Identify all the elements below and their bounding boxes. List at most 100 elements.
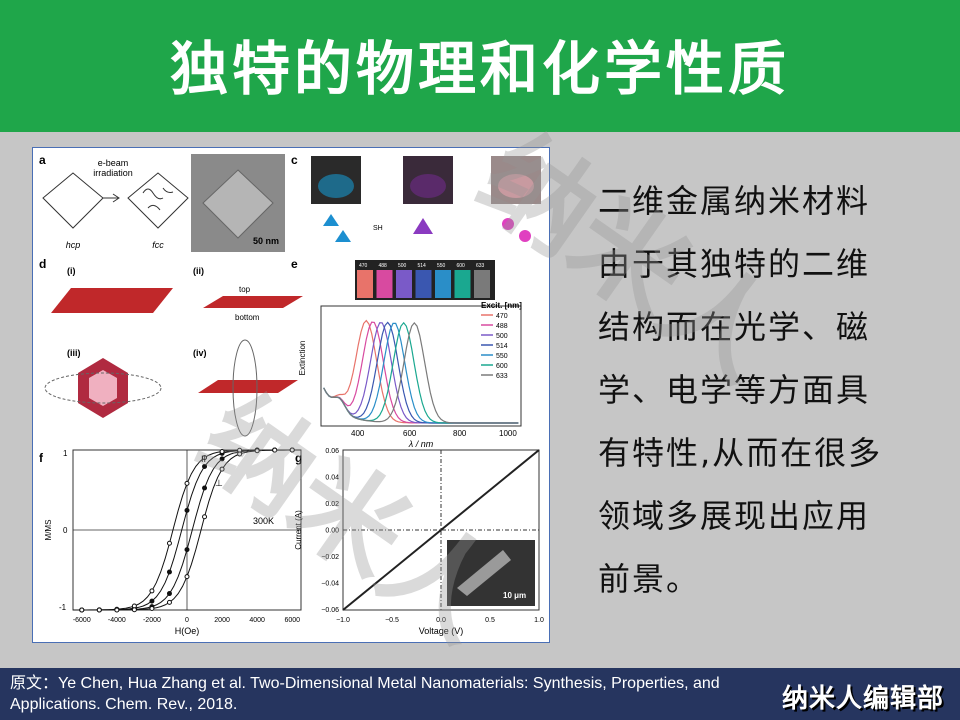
f-xlabel: H(Oe) xyxy=(175,626,200,636)
slide-title: 独特的物理和化学性质 xyxy=(169,35,790,103)
f-ytick-m1: -1 xyxy=(59,603,67,612)
c-triangle-1 xyxy=(323,214,339,226)
e-vial xyxy=(376,270,393,298)
g-ytick: −0.06 xyxy=(321,607,339,614)
f-marker xyxy=(289,447,295,453)
panel-label-c: c xyxy=(291,153,298,167)
e-legend: 470 488 500 514 550 600 633 xyxy=(481,313,508,380)
e-vial-label: 488 xyxy=(379,263,388,269)
f-xtick: -6000 xyxy=(73,617,91,624)
d-orbit-iii xyxy=(44,372,162,404)
panel-label-d: d xyxy=(39,257,46,271)
f-marker xyxy=(202,514,208,520)
e-legend-entry: 500 xyxy=(496,333,508,340)
g-xtick: 0.0 xyxy=(436,617,446,624)
f-marker xyxy=(166,569,172,575)
f-marker xyxy=(149,606,155,612)
f-marker xyxy=(202,485,208,491)
e-vial xyxy=(474,270,490,298)
f-marker xyxy=(219,466,225,472)
g-xlabel: Voltage (V) xyxy=(419,626,464,636)
body-text: 二维金属纳米材料 由于其独特的二维 结构而在光学、磁 学、电学等方面具 有特性,… xyxy=(598,170,938,611)
c-triangle-3 xyxy=(413,218,433,234)
g-ytick: 0.04 xyxy=(325,475,339,482)
d-ii: (ii) xyxy=(193,266,204,276)
e-legend-entry: 550 xyxy=(496,353,508,360)
brand-logo: 纳米人编辑部 xyxy=(781,684,944,714)
f-marker xyxy=(114,607,120,613)
f-xtick: -2000 xyxy=(143,617,161,624)
f-marker xyxy=(79,607,85,613)
a-ebeam: e-beam xyxy=(98,158,129,168)
f-marker xyxy=(166,599,172,605)
e-vial xyxy=(435,270,451,298)
body-line: 结构而在光学、磁 xyxy=(598,308,871,346)
g-yticks: 0.060.040.020.00−0.02−0.04−0.06 xyxy=(321,448,339,614)
e-plot-frame xyxy=(320,305,522,427)
e-curves xyxy=(323,319,519,424)
f-marker xyxy=(202,463,208,469)
d-bottom: bottom xyxy=(235,313,260,322)
f-marker xyxy=(184,480,190,486)
e-legend-entry: 514 xyxy=(496,343,508,350)
e-legend-entry: 600 xyxy=(496,363,508,370)
d-top: top xyxy=(239,285,251,294)
e-ylabel: Extinction xyxy=(298,341,307,376)
arrow-icon xyxy=(103,193,120,203)
f-marker xyxy=(166,540,172,546)
f-marker xyxy=(272,447,278,453)
e-xlabel: λ / nm xyxy=(408,439,434,449)
f-marker xyxy=(149,588,155,594)
c-sh: SH xyxy=(373,225,383,232)
g-ytick: 0.06 xyxy=(325,448,339,455)
f-perp: ⊥ xyxy=(215,478,223,488)
body-line: 学、电学等方面具 xyxy=(598,371,871,409)
d-i: (i) xyxy=(67,266,76,276)
footer-bar xyxy=(0,668,960,720)
figure-svg: a e-beam irradiation hcp fcc b 50 nm c S… xyxy=(39,153,544,636)
f-xtick: 2000 xyxy=(214,617,230,624)
g-ytick: 0.02 xyxy=(325,501,339,508)
f-marker xyxy=(131,607,137,613)
f-marker xyxy=(237,451,243,457)
f-marker xyxy=(149,598,155,604)
c-liquid-1 xyxy=(318,174,354,198)
b-scale: 50 nm xyxy=(253,236,279,246)
e-legend-entry: 633 xyxy=(496,373,508,380)
e-xtick-800: 800 xyxy=(453,429,467,438)
e-legend-entry: 488 xyxy=(496,323,508,330)
c-liquid-3 xyxy=(498,174,534,198)
citation: 原文：Ye Chen, Hua Zhang et al. Two-Dimensi… xyxy=(10,675,720,713)
c-sphere-2 xyxy=(519,230,531,242)
e-vial xyxy=(454,270,471,298)
f-ytick-1: 1 xyxy=(63,449,68,458)
a-fcc: fcc xyxy=(152,240,164,250)
f-ytick-0: 0 xyxy=(63,526,68,535)
f-marker xyxy=(184,547,190,553)
panel-label-e: e xyxy=(291,257,298,271)
e-vial xyxy=(396,270,412,298)
f-marker xyxy=(202,455,208,461)
f-marker xyxy=(219,456,225,462)
e-vial-label: 600 xyxy=(457,263,466,269)
hcp-diamond xyxy=(42,172,104,229)
e-legend-title: Excit. [nm] xyxy=(481,301,522,310)
panel-label-f: f xyxy=(39,451,44,465)
f-curves xyxy=(73,447,301,613)
e-legend-entry: 470 xyxy=(496,313,508,320)
c-sphere-1 xyxy=(502,218,514,230)
body-line: 前景。 xyxy=(598,560,701,598)
g-iv-line xyxy=(342,449,540,611)
g-ytick: −0.02 xyxy=(321,554,339,561)
e-vial-label: 470 xyxy=(359,263,368,269)
e-vial-label: 500 xyxy=(398,263,407,269)
f-marker xyxy=(254,448,260,454)
e-xtick-1000: 1000 xyxy=(499,429,517,438)
d-iii: (iii) xyxy=(67,348,81,358)
g-ytick: −0.04 xyxy=(321,581,339,588)
f-marker xyxy=(184,574,190,580)
figure-panel: a e-beam irradiation hcp fcc b 50 nm c S… xyxy=(32,147,550,643)
g-scale: 10 μm xyxy=(503,591,526,600)
e-curve xyxy=(323,319,519,424)
f-xtick: 6000 xyxy=(284,617,300,624)
